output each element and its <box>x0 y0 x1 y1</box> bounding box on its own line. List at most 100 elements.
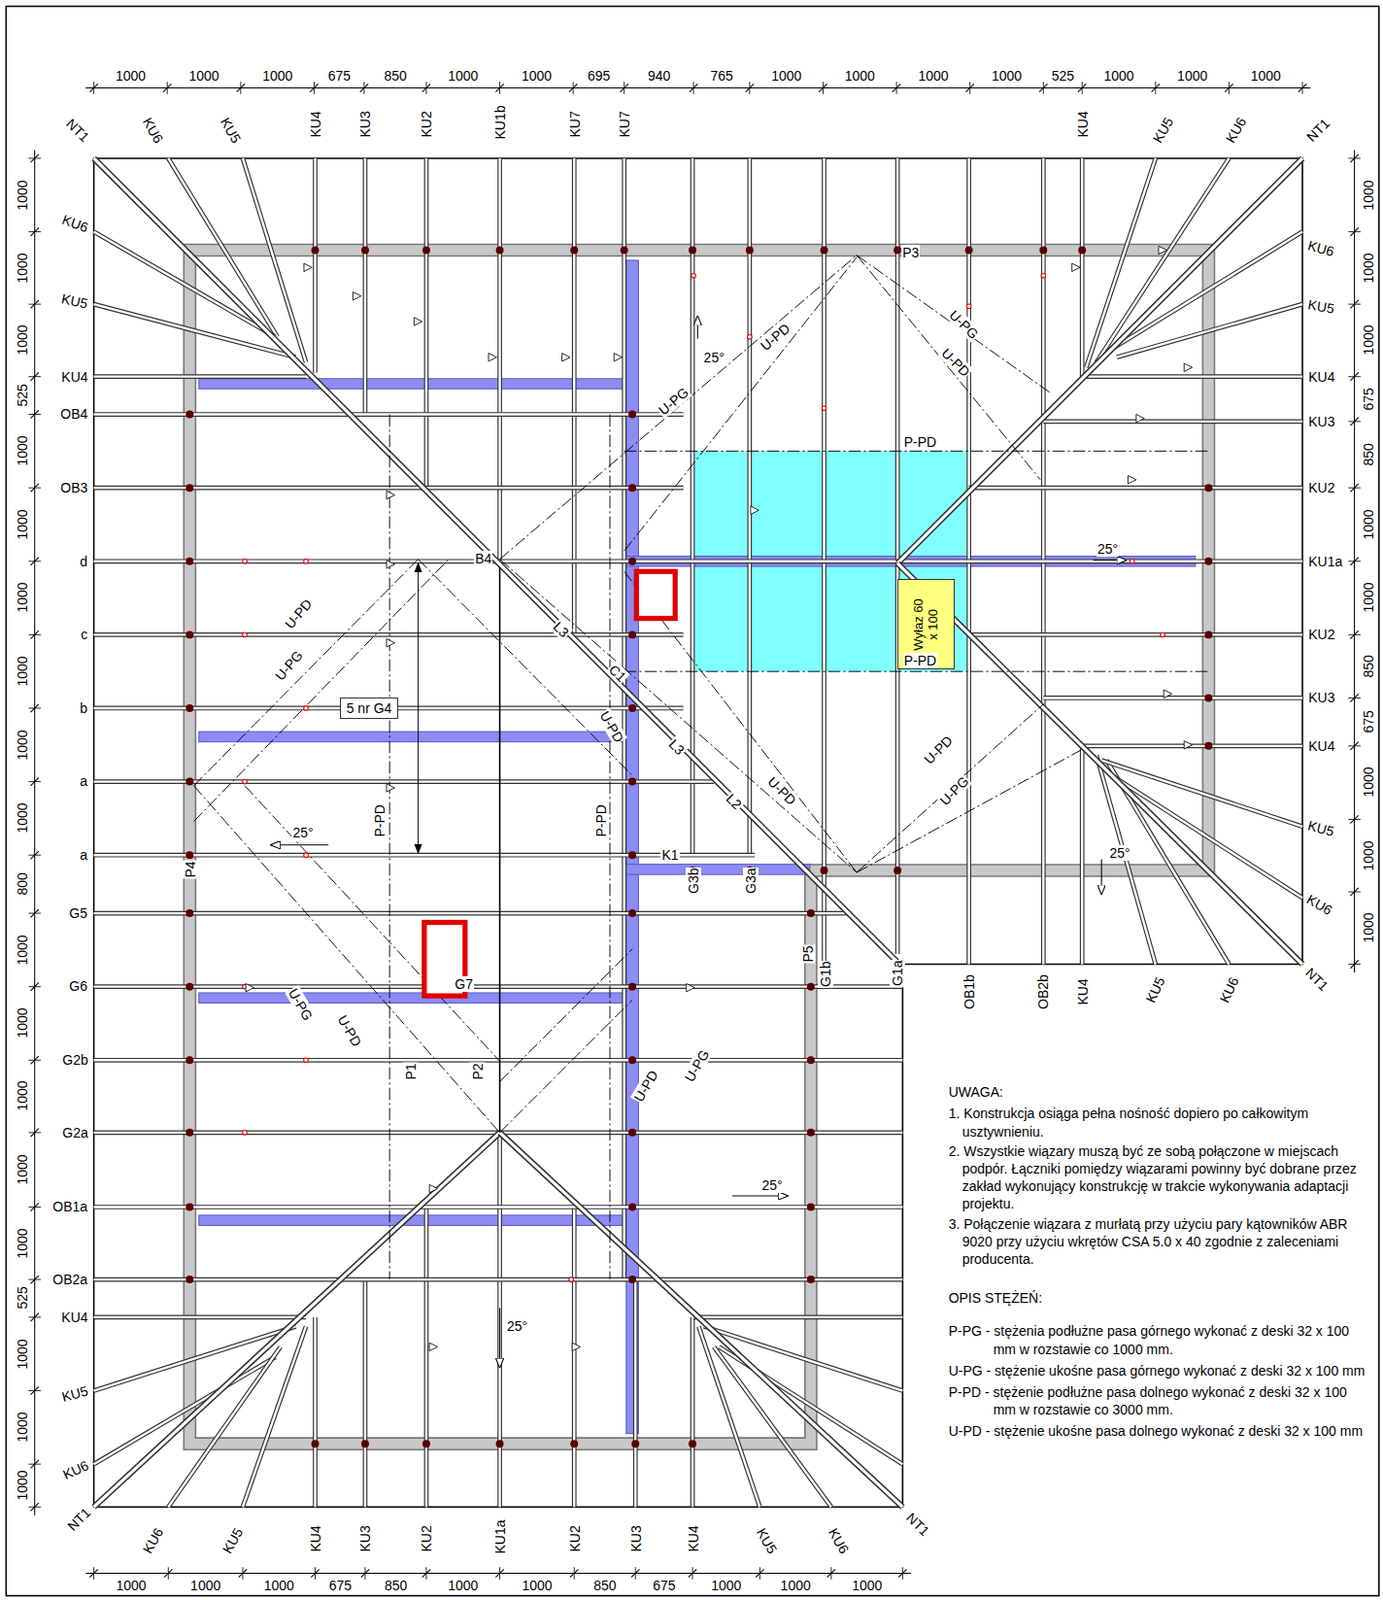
slope-arrow <box>697 316 699 339</box>
support-dot <box>185 483 194 492</box>
support-dot <box>807 1203 815 1212</box>
truss-label: KU6 <box>1215 973 1243 1006</box>
dimension-tick <box>28 560 41 562</box>
bracing-line <box>389 414 391 1281</box>
truss <box>698 1325 760 1507</box>
bracing-label: P-PD <box>593 803 609 838</box>
support-dot <box>628 909 637 917</box>
bracing-label: U-PD <box>630 1067 662 1106</box>
dimension-text: 1000 <box>13 251 30 284</box>
support-dot <box>965 245 974 254</box>
dimension-text: 1000 <box>1359 507 1376 540</box>
support-dot <box>628 1055 637 1064</box>
truss-label: G2b <box>61 1051 89 1068</box>
support-label: P1 <box>402 1061 418 1080</box>
dimension-tick <box>28 303 41 305</box>
support-dot <box>1204 742 1213 750</box>
truss-inner <box>242 158 306 363</box>
dimension-tick <box>28 1463 41 1465</box>
truss-label: KU2 <box>1307 479 1336 496</box>
dimension-tick <box>313 81 315 95</box>
dimension-text: 1000 <box>990 67 1023 84</box>
truss-label: KU5 <box>1142 973 1169 1006</box>
truss-label: NT1 <box>62 115 93 146</box>
truss-label: NT1 <box>1302 115 1333 146</box>
truss-inner <box>1085 375 1303 378</box>
dimension-tick <box>28 985 41 987</box>
dimension-tick <box>896 81 898 95</box>
dimension-tick <box>1348 157 1361 159</box>
dimension-line <box>85 1572 911 1574</box>
support-dot <box>570 1439 578 1448</box>
support-label: B4 <box>473 550 493 567</box>
dimension-text: 1000 <box>13 1468 30 1501</box>
dimension-text: 1000 <box>1359 581 1376 614</box>
dimension-tick <box>93 81 95 95</box>
slope-arrow <box>270 843 329 845</box>
bracing-label: U-PG <box>936 772 973 809</box>
truss <box>1112 775 1303 898</box>
truss-label: OB2a <box>51 1271 89 1287</box>
slope-label: 25° <box>1096 540 1119 557</box>
truss-label: KU6 <box>60 1456 93 1484</box>
truss <box>572 1207 577 1508</box>
truss-label: KU5 <box>216 114 244 147</box>
wall-outline <box>189 249 1209 1444</box>
dimension-line <box>33 150 35 1516</box>
support-label: G7 <box>453 976 474 992</box>
support-dot <box>620 245 629 254</box>
slope-label: 25° <box>703 349 726 366</box>
direction-mark <box>1183 741 1192 749</box>
truss-inner <box>94 412 684 415</box>
support-dot <box>628 850 637 859</box>
truss-label: KU3 <box>1307 689 1336 706</box>
support-label: P2 <box>469 1061 485 1080</box>
truss-inner <box>94 1278 904 1281</box>
support-dot <box>185 982 194 991</box>
truss-label: b <box>78 700 89 716</box>
dimension-tick <box>1043 81 1045 95</box>
truss-inner <box>242 1325 306 1507</box>
dimension-text: 1000 <box>13 178 30 211</box>
support-dot <box>1204 557 1213 566</box>
direction-mark <box>303 263 312 271</box>
dimension-text: 1000 <box>263 1577 296 1593</box>
dimension-tick <box>573 81 574 95</box>
dimension-text: 800 <box>13 871 30 896</box>
dimension-tick <box>1348 891 1361 893</box>
note-text: U-PD - stężenie ukośne pasa dolnego wyko… <box>948 1421 1367 1440</box>
truss-inner <box>94 560 1303 563</box>
truss-inner <box>969 633 1303 636</box>
truss-label: G2a <box>61 1124 89 1141</box>
dimension-tick <box>1348 231 1361 233</box>
truss-label: G3b <box>685 867 702 895</box>
dimension-text: 1000 <box>13 507 30 540</box>
dimension-tick <box>28 375 41 377</box>
dimension-tick <box>499 1566 501 1580</box>
bracing-line <box>624 571 857 873</box>
truss-label: KU4 <box>1074 109 1090 138</box>
dimension-text: 850 <box>592 1577 617 1593</box>
direction-mark <box>413 317 422 326</box>
dimension-text: 1000 <box>13 728 30 761</box>
nail-point <box>1041 272 1046 278</box>
dimension-tick <box>28 231 41 233</box>
direction-mark <box>488 353 497 362</box>
truss-label: G1a <box>889 958 906 986</box>
slope-arrow <box>1101 858 1103 894</box>
support-dot <box>361 1439 370 1448</box>
dimension-text: 850 <box>383 1577 408 1593</box>
truss-label: OB1b <box>961 973 978 1011</box>
truss-label: KU5 <box>1148 114 1177 147</box>
dimension-tick <box>28 1315 41 1317</box>
dimension-text: 675 <box>651 1577 676 1593</box>
truss <box>312 1316 318 1507</box>
dimension-text: 525 <box>13 1284 30 1310</box>
bracing-line <box>194 559 419 786</box>
truss <box>94 1277 904 1282</box>
direction-mark <box>1163 689 1172 698</box>
note-text: U-PG - stężenie ukośne pasa górnego wyko… <box>948 1361 1367 1380</box>
truss <box>312 158 318 373</box>
truss-inner <box>623 158 626 1280</box>
support-dot <box>311 245 320 254</box>
